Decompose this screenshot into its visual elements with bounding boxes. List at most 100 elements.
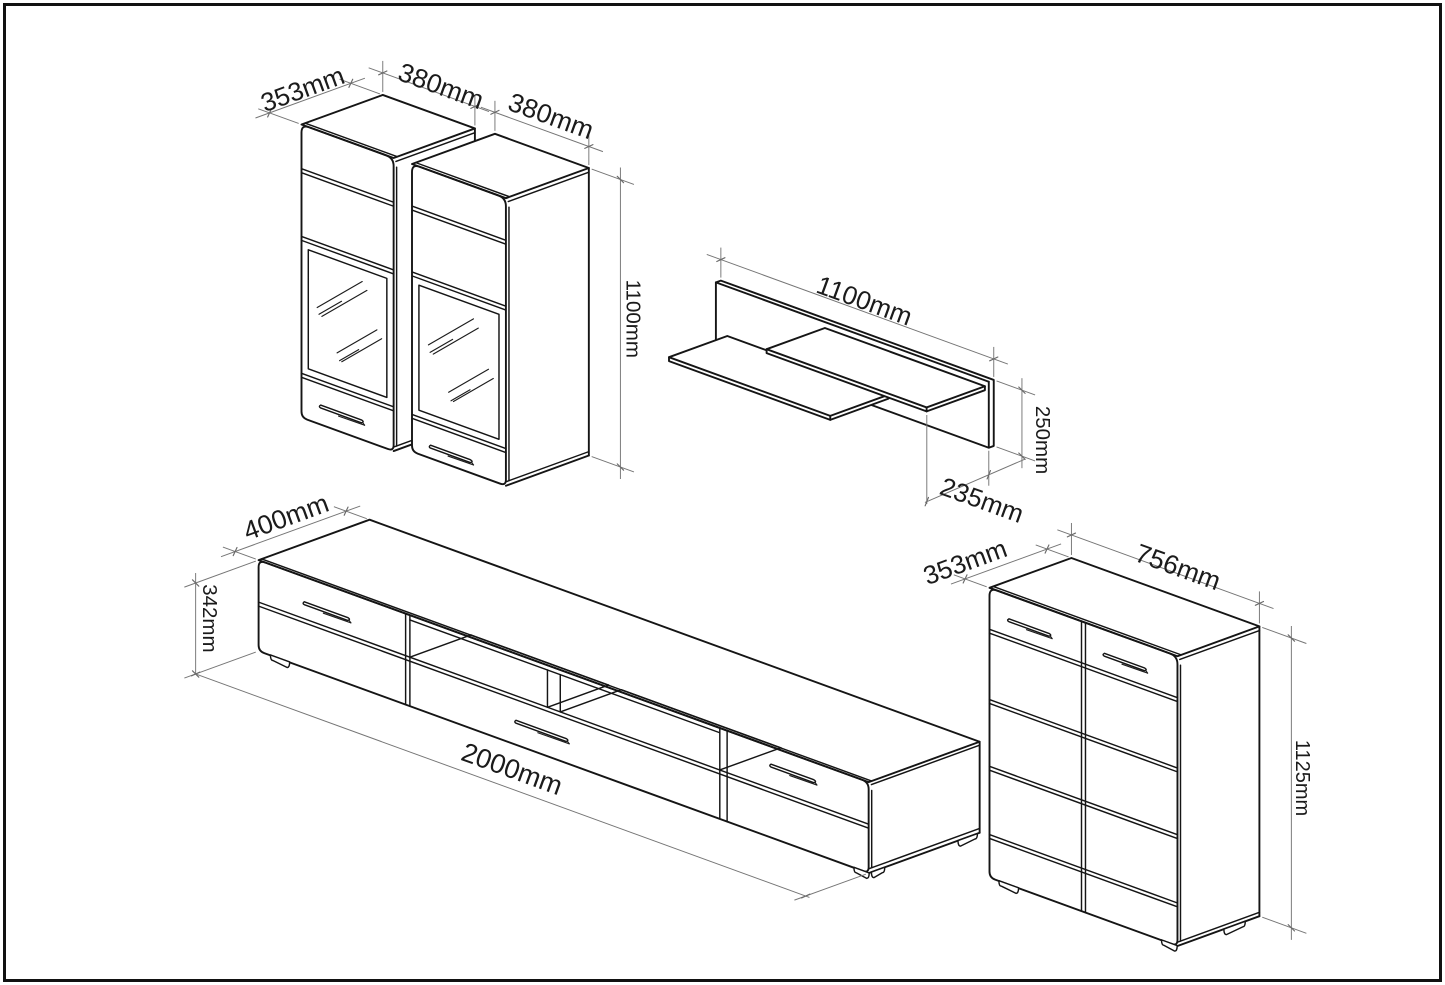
fine-line: [566, 740, 570, 745]
detail-edge-line: [988, 765, 1179, 836]
foot: [957, 832, 979, 847]
glass-reflection-line: [452, 377, 494, 403]
outer-edge-line: [504, 454, 590, 487]
foot: [870, 866, 886, 879]
fine-line: [348, 619, 352, 624]
face-fill: [412, 133, 589, 486]
detail-edge-line: [470, 634, 610, 686]
dimension-tick: [1287, 924, 1296, 932]
fine-line: [470, 461, 475, 466]
detail-edge-line: [988, 632, 1179, 703]
detail-edge-line: [992, 585, 1182, 656]
detail-edge-line: [300, 376, 395, 412]
detail-edge-line: [411, 417, 507, 454]
dimension-tick: [1254, 600, 1265, 606]
dimension-tick: [616, 175, 625, 184]
dimension-tick: [1287, 634, 1296, 642]
dimension-line: [996, 446, 1036, 462]
detail-edge-line: [559, 688, 623, 713]
fine-line: [447, 455, 475, 466]
dimension-line: [184, 560, 256, 588]
fine-line: [322, 612, 352, 624]
detail-edge-line: [988, 702, 1179, 773]
dimension-tick: [1044, 544, 1050, 554]
detail-edge-line: [507, 171, 590, 203]
dimension-tick: [348, 78, 354, 88]
dimension-line: [1262, 626, 1307, 644]
fine-line: [1121, 663, 1149, 674]
outer-edge-line: [988, 588, 1179, 946]
dimension-line: [368, 67, 490, 113]
fine-line: [337, 415, 366, 426]
dimension-line: [1035, 544, 1069, 558]
detail-edge-line: [988, 837, 1179, 908]
glass-reflection-line: [427, 318, 475, 346]
detail-edge-line: [988, 769, 1179, 840]
dimension-lines: [184, 60, 1307, 940]
detail-edge-line: [867, 827, 981, 870]
dim-label-cab-right-height: 1100mm: [621, 280, 644, 358]
detail-edge-line: [395, 131, 476, 163]
dimension-line: [591, 456, 635, 473]
dimension-tick: [801, 893, 811, 899]
detail-edge-line: [300, 167, 395, 203]
glass-reflection-line: [336, 329, 378, 354]
detail-edge-line: [988, 833, 1179, 904]
detail-edge-line: [409, 634, 472, 658]
outer-edge-line: [714, 281, 990, 383]
glass-reflection-line: [321, 289, 368, 317]
detail-edge-line: [300, 235, 395, 271]
dimension-line: [222, 546, 256, 560]
fine-line: [1025, 629, 1053, 640]
dim-label-shelf-height: 250mm: [1031, 406, 1054, 474]
dimension-tick: [378, 70, 388, 76]
foot: [853, 866, 870, 880]
detail-edge-line: [1179, 629, 1261, 661]
fine-line: [537, 732, 570, 745]
dimension-line: [706, 254, 1009, 365]
dimension-line: [1057, 529, 1274, 609]
dimension-tick: [1018, 452, 1026, 460]
wall-cabinet-right: [411, 132, 590, 487]
drawer-handle: [1006, 618, 1052, 637]
face-fill: [669, 335, 889, 420]
detail-edge-line: [300, 239, 395, 275]
dimension-tick: [989, 356, 999, 362]
detail-edge-line: [411, 275, 507, 311]
detail-edge-line: [620, 688, 782, 749]
dimension-tick: [1018, 386, 1026, 394]
detail-edge-line: [300, 171, 395, 207]
dimension-line: [220, 505, 361, 558]
outer-edge-line: [668, 356, 832, 421]
face-fill: [766, 327, 985, 412]
fine-line: [814, 781, 818, 786]
dimension-line: [255, 77, 366, 119]
detail-edge-line: [415, 161, 511, 198]
detail-edge-line: [411, 271, 507, 307]
dimension-line: [996, 380, 1036, 396]
glass-pane: [307, 249, 388, 399]
outer-edge-line: [925, 385, 986, 413]
dimension-tick: [191, 579, 200, 587]
foot: [269, 654, 291, 669]
dimension-tick: [490, 109, 500, 115]
glass-reflection-line: [429, 338, 454, 353]
dimension-line: [1262, 916, 1307, 934]
fine-line: [1145, 669, 1149, 674]
dimension-line: [333, 506, 367, 520]
dimension-line: [258, 108, 299, 124]
detail-edge-line: [411, 413, 507, 450]
detail-edge-line: [257, 601, 870, 825]
glass-reflection-line: [316, 280, 363, 309]
dimension-tick: [716, 257, 726, 263]
detail-edge-line: [546, 684, 610, 708]
detail-edge-line: [719, 747, 782, 771]
glass-reflection-line: [318, 300, 343, 315]
detail-edge-line: [257, 605, 870, 829]
glass-reflection-line: [450, 389, 471, 402]
drawer-handle: [769, 763, 817, 784]
tv-stand: [257, 518, 981, 880]
outer-edge-line: [257, 560, 870, 873]
detail-edge-line: [988, 628, 1179, 699]
